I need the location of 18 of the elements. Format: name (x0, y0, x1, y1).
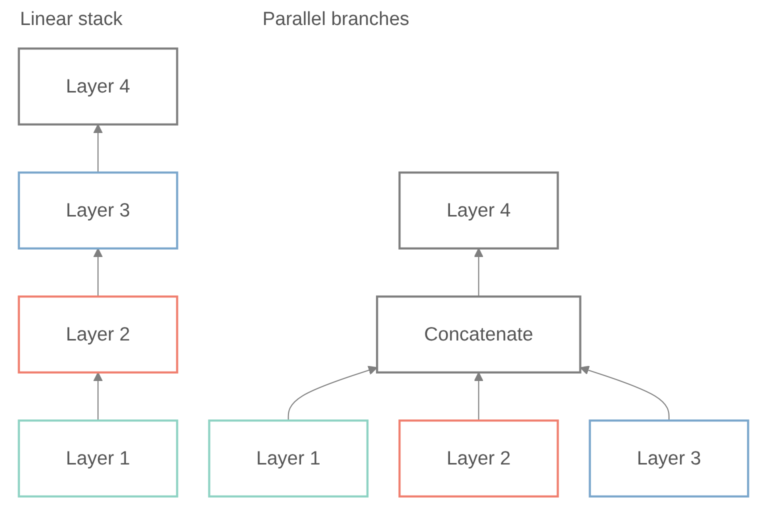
arrow (93, 372, 103, 421)
column-heading: Parallel branches (262, 9, 410, 31)
node-box: Layer 4 (18, 47, 178, 126)
arrow (474, 248, 484, 297)
node-box: Layer 2 (18, 295, 178, 374)
arrow (93, 124, 103, 173)
node-box: Layer 4 (398, 171, 559, 250)
node-box: Layer 1 (18, 419, 178, 498)
node-box: Layer 3 (18, 171, 178, 250)
node-box: Concatenate (376, 295, 582, 374)
node-box: Layer 2 (398, 419, 559, 498)
node-box: Layer 3 (588, 419, 750, 498)
arrow (474, 372, 484, 421)
arrow (580, 366, 670, 421)
node-box: Layer 1 (208, 419, 369, 498)
column-heading: Linear stack (20, 9, 122, 31)
arrow (288, 366, 378, 421)
arrow (93, 248, 103, 297)
